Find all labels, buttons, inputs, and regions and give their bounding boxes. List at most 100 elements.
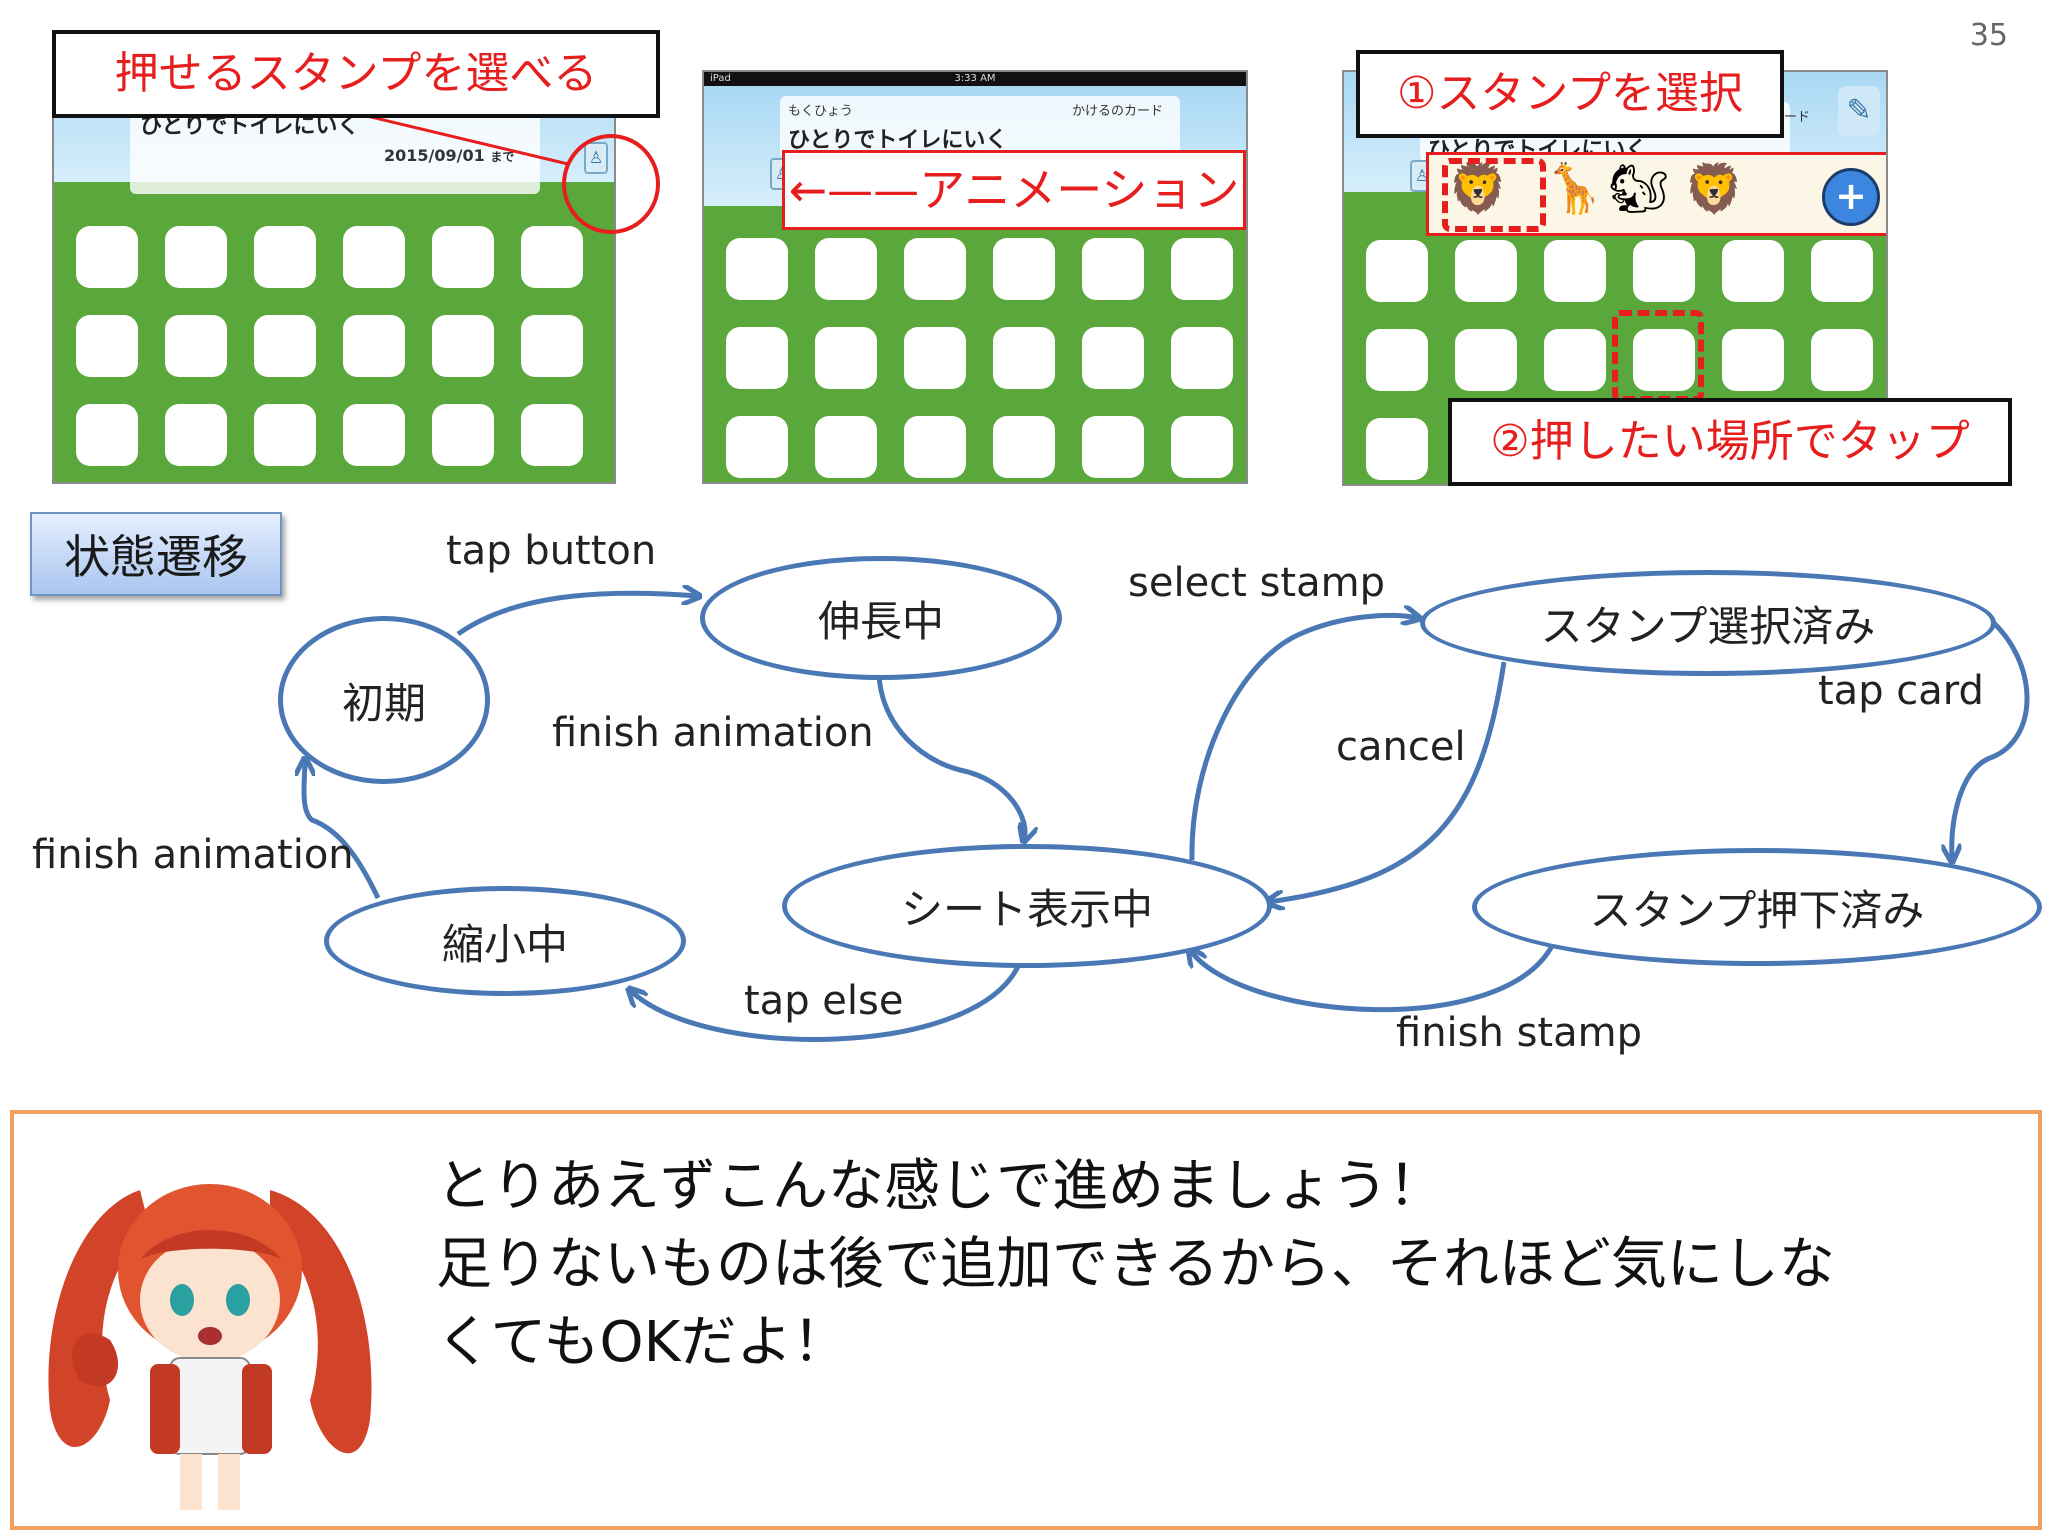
stamp-grid xyxy=(726,238,1233,478)
stamp-cell[interactable] xyxy=(726,238,788,300)
edge-cancel xyxy=(1268,661,1507,902)
diagram-tag: 状態遷移 xyxy=(30,512,282,596)
state-expanding: 伸長中 xyxy=(700,556,1062,680)
stamp-cell[interactable] xyxy=(1082,327,1144,389)
goal-title: ひとりでトイレにいく xyxy=(788,128,1008,153)
stamp-cell[interactable] xyxy=(343,226,405,288)
stamp-giraffe-icon[interactable]: 🦒 xyxy=(1544,161,1604,217)
stamp-cell[interactable] xyxy=(904,238,966,300)
stamp-cell[interactable] xyxy=(1544,329,1606,391)
state-stamp-pressed: スタンプ押下済み xyxy=(1472,848,2042,966)
stamp-cell[interactable] xyxy=(993,416,1055,478)
edge-tap-button xyxy=(456,593,698,637)
stamp-cell[interactable] xyxy=(815,327,877,389)
stamp-cell[interactable] xyxy=(521,315,583,377)
stamp-lion-icon[interactable]: 🦁 xyxy=(1448,161,1508,217)
stamp-grid xyxy=(76,226,583,466)
stamp-cell[interactable] xyxy=(432,226,494,288)
stamp-cell[interactable] xyxy=(1811,240,1873,302)
edge-finish-stamp xyxy=(1190,946,1555,1013)
stamp-cell[interactable] xyxy=(1722,329,1784,391)
add-stamp-button[interactable]: + xyxy=(1822,168,1880,226)
stamp-cell[interactable] xyxy=(1722,240,1784,302)
stamp-cell[interactable] xyxy=(1366,418,1428,480)
stamp-cell[interactable] xyxy=(1455,329,1517,391)
stamp-cell[interactable] xyxy=(904,416,966,478)
stamp-squirrel-icon[interactable]: 🐿 xyxy=(1608,161,1669,217)
stamp-cell[interactable] xyxy=(432,404,494,466)
label-finish-animation-shrink: finish animation xyxy=(32,832,354,878)
state-sheet: シート表示中 xyxy=(782,844,1272,968)
callout-animation: ←——アニメーション xyxy=(782,150,1246,230)
edge-tap-else xyxy=(630,961,1023,1042)
message-line-2: 足りないものは後で追加できるから、それほど気にしな xyxy=(436,1232,1835,1297)
screenshot-stamp-bar-animating: iPad 3:33 AM もくひょう かけるのカード ひとりでトイレにいく ♙ xyxy=(702,70,1248,484)
stamp-cell[interactable] xyxy=(76,226,138,288)
stamp-cell[interactable] xyxy=(1082,238,1144,300)
stamp-cell[interactable] xyxy=(993,327,1055,389)
selected-stamp-highlight xyxy=(1442,158,1546,232)
edit-icon[interactable]: ✎ xyxy=(1838,86,1880,136)
goal-date: 2015/09/01 まで xyxy=(384,146,515,165)
stamp-cell[interactable] xyxy=(1811,329,1873,391)
goal-label: もくひょう xyxy=(788,104,854,119)
label-tap-else: tap else xyxy=(744,978,904,1024)
stamp-cell[interactable] xyxy=(1366,240,1428,302)
stamp-cell[interactable] xyxy=(1544,240,1606,302)
callout-step2: ②押したい場所でタップ xyxy=(1448,398,2012,486)
stamp-cell[interactable] xyxy=(165,404,227,466)
stamp-cell[interactable] xyxy=(726,416,788,478)
stamp-cell[interactable] xyxy=(254,315,316,377)
stamp-cell[interactable] xyxy=(904,327,966,389)
stamp-cell[interactable] xyxy=(815,416,877,478)
stamp-cell[interactable] xyxy=(521,226,583,288)
stamp-cell[interactable] xyxy=(343,404,405,466)
label-select-stamp: select stamp xyxy=(1128,560,1385,606)
label-finish-stamp: finish stamp xyxy=(1396,1010,1642,1056)
stamp-cell[interactable] xyxy=(521,404,583,466)
state-initial: 初期 xyxy=(278,616,490,784)
label-tap-card: tap card xyxy=(1818,668,1984,714)
status-bar: iPad 3:33 AM xyxy=(704,72,1246,86)
callout-step1: ①スタンプを選択 xyxy=(1356,50,1784,138)
goal-title: ひとりでトイレにいく xyxy=(140,114,360,139)
card-owner: かけるのカード xyxy=(1072,104,1164,119)
stamp-cell[interactable] xyxy=(726,327,788,389)
stamp-cell[interactable] xyxy=(254,226,316,288)
message-text: とりあえずこんな感じで進めましょう！ 足りないものは後で追加できるから、それほど… xyxy=(436,1148,1835,1382)
state-shrinking: 縮小中 xyxy=(324,886,686,996)
stamp-cell[interactable] xyxy=(993,238,1055,300)
stamp-cell[interactable] xyxy=(165,315,227,377)
stamp-cell[interactable] xyxy=(1082,416,1144,478)
callout-selectable: 押せるスタンプを選べる xyxy=(52,30,660,118)
stamp-cell[interactable] xyxy=(165,226,227,288)
label-cancel: cancel xyxy=(1336,724,1466,770)
stamp-cell[interactable] xyxy=(254,404,316,466)
goal-card xyxy=(780,96,1180,158)
stamp-cell[interactable] xyxy=(432,315,494,377)
stamp-cell[interactable] xyxy=(1455,240,1517,302)
edge-finish-animation-shrink xyxy=(304,760,381,900)
stamp-selection-bar xyxy=(1426,152,1886,236)
stamp-cell[interactable] xyxy=(1633,329,1695,391)
stamp-cell[interactable] xyxy=(1171,238,1233,300)
page-number: 35 xyxy=(1969,18,2008,53)
highlight-circle xyxy=(562,134,660,234)
stamp-cell[interactable] xyxy=(1171,327,1233,389)
stamp-cell[interactable] xyxy=(815,238,877,300)
edge-tap-card xyxy=(1952,614,2030,860)
stamp-cell[interactable] xyxy=(1171,416,1233,478)
edge-finish-animation-expand xyxy=(876,649,1025,840)
stamp-cell[interactable] xyxy=(1366,329,1428,391)
stamp-lion2-icon[interactable]: 🦁 xyxy=(1684,161,1744,217)
stamp-cell[interactable] xyxy=(76,315,138,377)
character-illustration xyxy=(48,1184,372,1510)
message-line-3: くてもOKだよ！ xyxy=(436,1310,849,1375)
stamp-cell[interactable] xyxy=(76,404,138,466)
stamp-cell[interactable] xyxy=(343,315,405,377)
message-line-1: とりあえずこんな感じで進めましょう！ xyxy=(436,1154,1444,1219)
stamp-cell[interactable] xyxy=(1633,240,1695,302)
card-suffix: ード xyxy=(1784,110,1811,125)
